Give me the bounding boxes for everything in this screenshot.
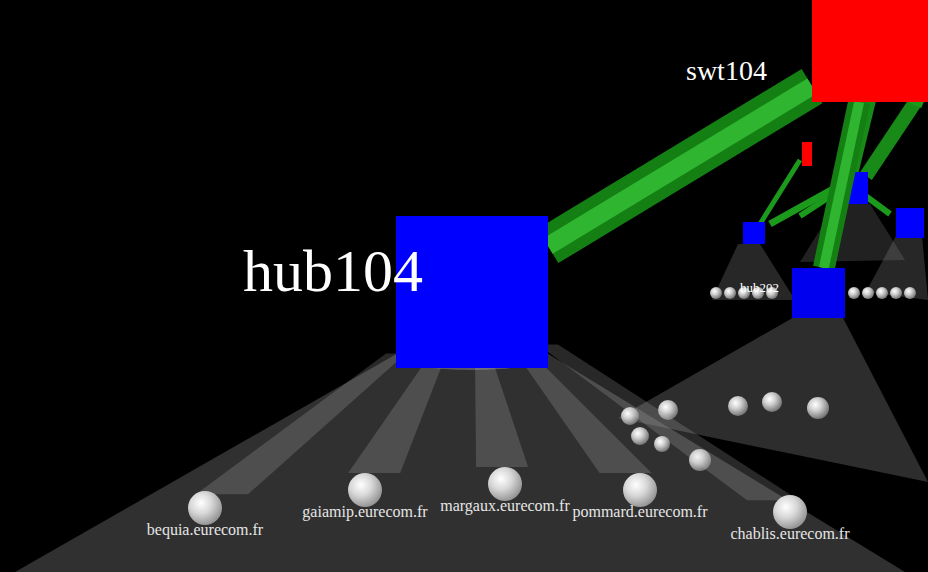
host-sphere <box>890 287 902 299</box>
host-sphere <box>348 473 382 507</box>
host-sphere <box>188 491 222 525</box>
host-label: pommard.eurecom.fr <box>572 503 707 521</box>
host-fan <box>196 353 406 494</box>
hub-box <box>743 222 765 244</box>
switch-box: swt104 <box>680 0 928 102</box>
host-node: gaiamip.eurecom.fr <box>298 473 432 523</box>
device-label: hub202 <box>740 281 779 295</box>
device-label: swt104 <box>686 56 767 87</box>
host-sphere <box>848 287 860 299</box>
host-sphere <box>488 467 522 501</box>
host-label: margaux.eurecom.fr <box>440 497 569 515</box>
host-sphere <box>773 495 807 529</box>
host-sphere <box>904 287 916 299</box>
link-tube <box>866 98 918 176</box>
link-tube <box>760 160 800 224</box>
host-sphere <box>623 473 657 507</box>
host-fan <box>475 368 528 467</box>
switch-box <box>802 142 812 166</box>
host-sphere <box>876 287 888 299</box>
host-fan <box>348 368 441 473</box>
hub-box: hub202 <box>738 268 846 318</box>
hub-cone <box>618 316 928 482</box>
host-node: margaux.eurecom.fr <box>436 467 574 517</box>
device-label: hub104 <box>243 238 423 304</box>
host-label: chablis.eurecom.fr <box>730 525 849 543</box>
host-fan <box>538 345 799 501</box>
link-tube-highlight <box>824 102 859 268</box>
hub-box-face <box>792 268 845 318</box>
host-fan <box>526 368 651 473</box>
link-tube-highlight <box>548 86 812 246</box>
host-label: gaiamip.eurecom.fr <box>302 503 427 521</box>
host-sphere <box>631 427 649 445</box>
hub-cone <box>712 244 795 300</box>
host-node: bequia.eurecom.fr <box>143 491 268 541</box>
host-node: chablis.eurecom.fr <box>726 495 854 545</box>
host-sphere <box>724 287 736 299</box>
link-tube <box>824 102 859 268</box>
hub-box: hub104 <box>240 216 548 368</box>
host-sphere <box>762 392 782 412</box>
host-fan <box>526 368 651 473</box>
host-sphere <box>862 287 874 299</box>
host-spheres <box>621 287 916 471</box>
host-sphere <box>807 397 829 419</box>
host-fan <box>538 345 799 501</box>
host-node: pommard.eurecom.fr <box>568 473 712 523</box>
host-label: bequia.eurecom.fr <box>147 521 263 539</box>
host-fan <box>348 368 441 473</box>
host-sphere <box>710 287 722 299</box>
hub-box <box>896 208 924 238</box>
host-fan <box>475 368 528 467</box>
switch-box-face <box>812 0 928 102</box>
link-tube <box>548 86 812 246</box>
link-tube <box>824 102 859 268</box>
link-tube <box>548 86 812 246</box>
host-fan <box>196 353 406 494</box>
host-sphere <box>728 396 748 416</box>
